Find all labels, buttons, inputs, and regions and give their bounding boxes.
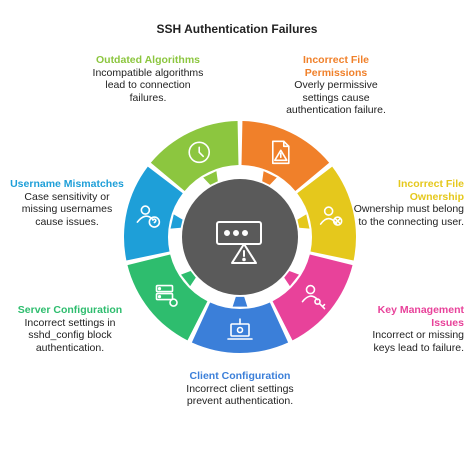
- desc-incorrect-file-permissions: Overly permissive settings cause authent…: [286, 79, 386, 116]
- segment-tab-permissions: [262, 171, 277, 185]
- label-server-configuration: Server Configuration Incorrect settings …: [14, 304, 126, 354]
- desc-client-configuration: Incorrect client settings prevent authen…: [186, 382, 294, 408]
- segment-arc-outdated: [150, 121, 239, 191]
- heading-username-mismatches: Username Mismatches: [10, 178, 124, 190]
- desc-outdated-algorithms: Incompatible algorithms lead to connecti…: [92, 66, 204, 104]
- segment-tab-keys: [284, 271, 299, 287]
- desc-username-mismatches: Case sensitivity or missing usernames ca…: [21, 190, 113, 228]
- center-hub: [182, 179, 298, 295]
- segment-ownership: [297, 166, 356, 261]
- diagram-title: SSH Authentication Failures: [156, 22, 318, 36]
- segment-arc-keys: [272, 254, 353, 341]
- heading-incorrect-file-ownership: Incorrect File Ownership: [398, 178, 464, 203]
- segment-client: [191, 296, 289, 353]
- segment-permissions: [241, 121, 330, 191]
- segment-outdated: [150, 121, 239, 191]
- desc-key-management-issues: Incorrect or missing keys lead to failur…: [372, 329, 464, 354]
- segment-username: [124, 166, 183, 261]
- segment-tab-server: [181, 271, 196, 287]
- segment-arc-ownership: [297, 166, 356, 261]
- heading-key-management-issues: Key Management Issues: [377, 304, 464, 329]
- segment-tab-username: [170, 214, 183, 229]
- heading-server-configuration: Server Configuration: [17, 304, 123, 316]
- login-warning-icon: [216, 221, 262, 264]
- clock-icon: [188, 141, 211, 164]
- laptop-settings-icon: [227, 318, 253, 340]
- segment-server: [127, 254, 208, 341]
- segment-tab-ownership: [297, 214, 310, 229]
- desc-incorrect-file-ownership: Ownership must belong to the connecting …: [353, 203, 464, 228]
- segment-tab-client: [232, 296, 248, 307]
- label-outdated-algorithms: Outdated Algorithms Incompatible algorit…: [88, 54, 208, 104]
- segment-keys: [272, 254, 353, 341]
- label-client-configuration: Client Configuration Incorrect client se…: [180, 370, 300, 408]
- label-incorrect-file-ownership: Incorrect File Ownership Ownership must …: [350, 178, 464, 228]
- heading-incorrect-file-permissions: Incorrect File Permissions: [303, 54, 369, 79]
- label-username-mismatches: Username Mismatches Case sensitivity or …: [10, 178, 124, 228]
- heading-outdated-algorithms: Outdated Algorithms: [95, 54, 201, 66]
- label-incorrect-file-permissions: Incorrect File Permissions Overly permis…: [276, 54, 396, 117]
- desc-server-configuration: Incorrect settings in sshd_config block …: [24, 316, 116, 354]
- user-x-icon: [319, 206, 343, 226]
- user-question-icon: [136, 205, 161, 228]
- segment-arc-username: [124, 166, 183, 261]
- label-key-management-issues: Key Management Issues Incorrect or missi…: [350, 304, 464, 354]
- heading-client-configuration: Client Configuration: [189, 370, 291, 382]
- server-settings-icon: [155, 284, 178, 307]
- segment-tab-outdated: [203, 171, 218, 185]
- segment-arc-permissions: [241, 121, 330, 191]
- file-warning-icon: [271, 140, 290, 165]
- segments-layer: [124, 121, 356, 353]
- user-key-icon: [301, 284, 326, 310]
- center-circle: [182, 179, 298, 295]
- segment-arc-server: [127, 254, 208, 341]
